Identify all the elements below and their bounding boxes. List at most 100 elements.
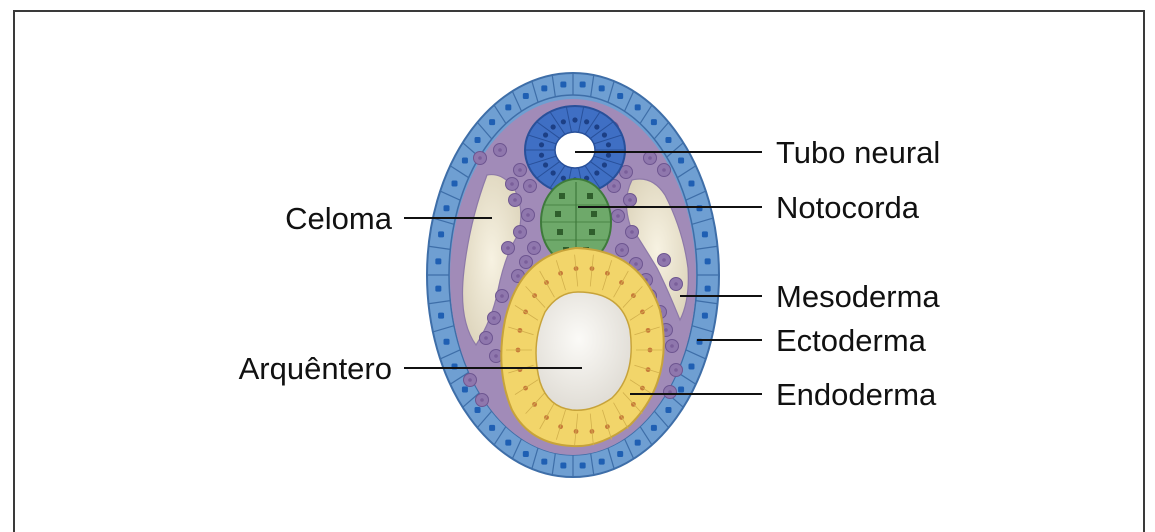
mesoderm-nucleus — [620, 248, 624, 252]
mesoderm-nucleus — [510, 182, 514, 186]
label-ectoderma: Ectoderma — [776, 323, 927, 358]
neural-nucleus — [606, 142, 611, 147]
ectoderm-nucleus — [541, 459, 547, 465]
mesoderm-nucleus — [518, 168, 522, 172]
ectoderm-nucleus — [635, 440, 641, 446]
ectoderm-nucleus — [505, 440, 511, 446]
neural-nucleus — [551, 170, 556, 175]
mesoderm-nucleus — [526, 213, 530, 217]
neural-nucleus — [594, 170, 599, 175]
ectoderm-nucleus — [462, 158, 468, 164]
ectoderm-nucleus — [702, 231, 708, 237]
ectoderm-nucleus — [678, 386, 684, 392]
mesoderm-nucleus — [478, 156, 482, 160]
mesoderm-nucleus — [506, 246, 510, 250]
ectoderm-nucleus — [580, 81, 586, 87]
ectoderm-nucleus — [462, 386, 468, 392]
notochord-nucleus — [591, 211, 597, 217]
ectoderm-nucleus — [651, 119, 657, 125]
ectoderm-nucleus — [635, 104, 641, 110]
archenteron — [536, 292, 631, 410]
mesoderm-nucleus — [670, 344, 674, 348]
ectoderm-nucleus — [452, 180, 458, 186]
ectoderm-nucleus — [435, 286, 441, 292]
mesoderm-nucleus — [662, 258, 666, 262]
neural-nucleus — [594, 124, 599, 129]
mesoderm-nucleus — [480, 398, 484, 402]
ectoderm-nucleus — [599, 85, 605, 91]
mesoderm-nucleus — [634, 262, 638, 266]
mesoderm-nucleus — [494, 354, 498, 358]
label-tubo-neural: Tubo neural — [776, 135, 940, 170]
neural-nucleus — [539, 153, 544, 158]
ectoderm-nucleus — [438, 313, 444, 319]
label-mesoderma: Mesoderma — [776, 279, 940, 314]
notochord-nucleus — [557, 229, 563, 235]
ectoderm-nucleus — [475, 137, 481, 143]
mesoderm-nucleus — [528, 184, 532, 188]
ectoderm-nucleus — [705, 258, 711, 264]
ectoderm-nucleus — [599, 459, 605, 465]
ectoderm-nucleus — [489, 425, 495, 431]
ectoderm-nucleus — [702, 313, 708, 319]
ectoderm-nucleus — [688, 180, 694, 186]
mesoderm-nucleus — [628, 198, 632, 202]
mesoderm-nucleus — [524, 260, 528, 264]
mesoderm-nucleus — [518, 230, 522, 234]
ectoderm-nucleus — [444, 205, 450, 211]
notochord-nucleus — [587, 193, 593, 199]
neural-nucleus — [584, 119, 589, 124]
ectoderm-nucleus — [617, 451, 623, 457]
neural-nucleus — [602, 132, 607, 137]
mesoderm-nucleus — [468, 378, 472, 382]
mesoderm-nucleus — [516, 274, 520, 278]
mesoderm-nucleus — [624, 170, 628, 174]
ectoderm-nucleus — [651, 425, 657, 431]
neural-nucleus — [543, 162, 548, 167]
mesoderm-nucleus — [484, 336, 488, 340]
notochord-nucleus — [559, 193, 565, 199]
ectoderm-nucleus — [617, 93, 623, 99]
ectoderm-nucleus — [541, 85, 547, 91]
mesoderm-nucleus — [498, 148, 502, 152]
ectoderm-nucleus — [678, 158, 684, 164]
ectoderm-nucleus — [489, 119, 495, 125]
neural-nucleus — [539, 142, 544, 147]
ectoderm-nucleus — [705, 286, 711, 292]
mesoderm-nucleus — [630, 230, 634, 234]
label-arquentero: Arquêntero — [239, 351, 392, 386]
label-celoma: Celoma — [285, 201, 393, 236]
ectoderm-nucleus — [438, 231, 444, 237]
notochord-nucleus — [589, 229, 595, 235]
ectoderm-nucleus — [665, 137, 671, 143]
mesoderm-nucleus — [664, 328, 668, 332]
neural-nucleus — [561, 119, 566, 124]
ectoderm-nucleus — [665, 407, 671, 413]
neural-nucleus — [602, 162, 607, 167]
mesoderm-nucleus — [500, 294, 504, 298]
mesoderm-nucleus — [616, 214, 620, 218]
mesoderm-nucleus — [662, 168, 666, 172]
neural-nucleus — [572, 117, 577, 122]
ectoderm-nucleus — [560, 81, 566, 87]
mesoderm-nucleus — [513, 198, 517, 202]
label-endoderma: Endoderma — [776, 377, 937, 412]
ectoderm-nucleus — [523, 93, 529, 99]
ectoderm-nucleus — [475, 407, 481, 413]
mesoderm-nucleus — [492, 316, 496, 320]
mesoderm-nucleus — [532, 246, 536, 250]
neural-nucleus — [551, 124, 556, 129]
ectoderm-nucleus — [444, 339, 450, 345]
mesoderm-nucleus — [674, 282, 678, 286]
ectoderm-nucleus — [688, 364, 694, 370]
neural-nucleus — [543, 132, 548, 137]
notochord-nucleus — [555, 211, 561, 217]
mesoderm-nucleus — [612, 184, 616, 188]
label-notocorda: Notocorda — [776, 190, 920, 225]
mesoderm-nucleus — [648, 156, 652, 160]
ectoderm-nucleus — [505, 104, 511, 110]
ectoderm-nucleus — [560, 463, 566, 469]
neural-nucleus — [606, 153, 611, 158]
ectoderm-nucleus — [435, 258, 441, 264]
